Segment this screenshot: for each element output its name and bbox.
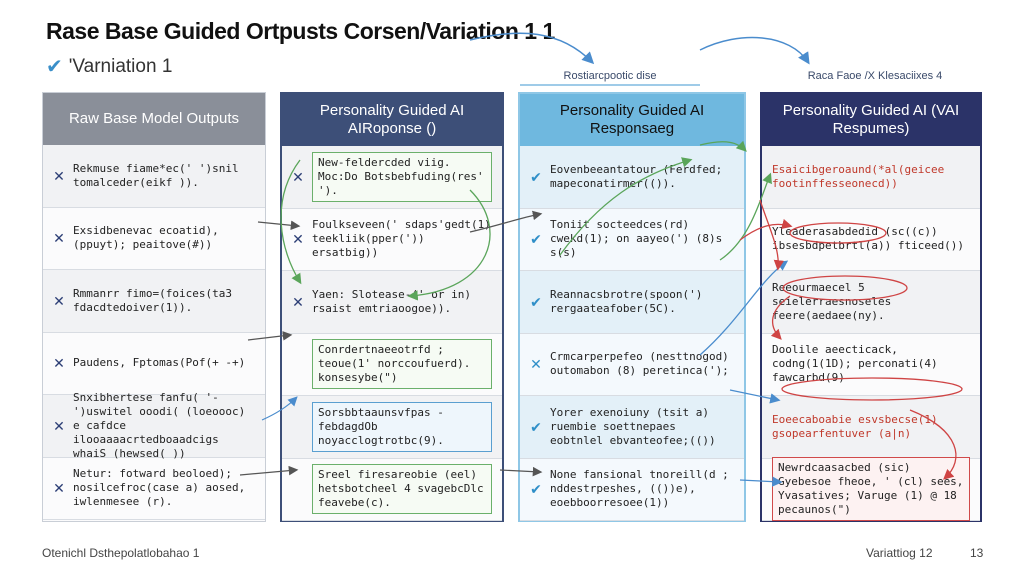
list-item: ✔ Toniit socteedces(rd) cwekd(1); on aaye… [520,209,744,271]
row-text: Sreel firesareobie (eel) hetsbotcheel 4 … [312,464,492,515]
row-text: Paudens, Fptomas(Pof(+ -+) [73,356,246,370]
arrow [699,36,810,65]
row-text: Yleaderasabdedid (sc((c)) ibsesbdpetbrtl… [772,225,965,253]
page-number: 13 [970,546,984,560]
cross-icon: ✕ [53,167,65,184]
list-item: Sorsbbtaaunsvfpas - febdagdOb noyacclogt… [282,396,502,459]
row-text: Reeourmaecel 5 seielerraesnoseles feere(… [772,280,892,322]
row-text: Snxibhertese fanfu( '- ')uswitel ooodi( … [73,390,246,460]
list-item: Sreel firesareobie (eel) hetsbotcheel 4 … [282,459,502,521]
column-header: Personality Guided AI Responsaeg [520,94,744,146]
cross-icon: ✕ [53,230,65,247]
row-text: Yorer exenoiuny (tsit a) ruembie soettne… [550,405,716,447]
top-note-2: Raca Faoe /X Klesaciixes 4 [807,70,943,82]
list-item: ✔ Reannacsbrotre(spoon(') rergaateafober(… [520,271,744,334]
list-item: ✔ Eovenbeeantatour (Ferdfed; mapeconatirm… [520,146,744,209]
row-text: Crmcarperpefeo (nesttnogod) outomabon (8… [550,350,729,378]
check-icon: ✔ [530,293,542,310]
check-icon: ✔ [530,168,542,185]
row-text: Newrdcaasacbed (sic) Gyebesoe fheoe, ' (… [772,457,970,522]
checkmark-icon: ✔ [46,56,63,78]
check-icon: ✔ [530,231,542,248]
row-text: New-feldercded viig. Moc:Do Botsbebfudin… [312,151,492,202]
cross-icon: ✕ [292,168,304,185]
row-text: Eoeecaboabie esvsbecse(1) gsopearfentuve… [772,412,938,440]
list-item: Esaicibgeroaund(*al(geicee footinffesseo… [762,146,980,209]
check-icon: ✕ [530,356,542,373]
list-item: ✕ Paudens, Fptomas(Pof(+ -+) [43,333,265,395]
cross-icon: ✕ [53,480,65,497]
top-note-1: Rostiarcpootic dise [520,70,700,86]
column-personality-guided-3: Personality Guided AI (VAI Respumes) Esa… [760,92,982,522]
column-header: Raw Base Model Outputs [43,93,265,145]
row-text: Esaicibgeroaund(*al(geicee footinffesseo… [772,162,945,190]
list-item: ✕ Rekmuse fiame*ec(' ')snil tomalceder(ei… [43,145,265,208]
cross-icon: ✕ [53,417,65,434]
row-text: Foulkseveen(' sdaps'gedt(1) teekliik(ppe… [312,218,491,260]
row-text: Toniit socteedces(rd) cwekd(1); on aayeo… [550,218,723,260]
column-header: Personality Guided AI AIRoponse () [282,94,502,146]
column-personality-guided-2: Personality Guided AI Responsaeg ✔ Eovenb… [518,92,746,522]
column-header: Personality Guided AI (VAI Respumes) [762,94,980,146]
list-item: ✕ Exsidbenevac ecoatid), (ppuyt); peaitov… [43,208,265,270]
subtitle-text: 'Varniation 1 [68,55,173,77]
row-text: Rmmanrr fimo=(foices(ta3 fdacdtedoiver(1… [73,286,232,314]
list-item: ✕ New-feldercded viig. Moc:Do Botsbebfudi… [282,146,502,209]
list-item: Eoeecaboabie esvsbecse(1) gsopearfentuve… [762,396,980,459]
cross-icon: ✕ [292,231,304,248]
row-text: Rekmuse fiame*ec(' ')snil tomalceder(eik… [73,161,239,189]
cross-icon: ✕ [292,293,304,310]
cross-icon: ✕ [53,292,65,309]
list-item: ✕ Netur: fotward beoloed); nosilcefroc(ca… [43,458,265,520]
footer-left: Otenichl Dsthepolatlobahao 1 [42,546,200,560]
column-raw-base: Raw Base Model Outputs ✕ Rekmuse fiame*ec… [42,92,266,522]
list-item: Newrdcaasacbed (sic) Gyebesoe fheoe, ' (… [762,457,980,522]
list-item: Yleaderasabdedid (sc((c)) ibsesbdpetbrtl… [762,209,980,271]
footer-right: Variattiog 12 [866,546,933,560]
list-item: ✕ Rmmanrr fimo=(foices(ta3 fdacdtedoiver(… [43,270,265,333]
list-item: Reeourmaecel 5 seielerraesnoseles feere(… [762,271,980,334]
page-subtitle: ✔ 'Varniation 1 [46,54,172,79]
row-text: Conrdertnaeeotrfd ; teoue(1' norccoufuer… [312,339,492,390]
list-item: ✕ Foulkseveen(' sdaps'gedt(1) teekliik(pp… [282,209,502,271]
list-item: Conrdertnaeeotrfd ; teoue(1' norccoufuer… [282,334,502,396]
list-item: ✕ Crmcarperpefeo (nesttnogod) outomabon (… [520,334,744,396]
list-item: ✔ None fansional tnoreill(d ; nddestrpesh… [520,459,744,521]
page-title: Rase Base Guided Ortpusts Corsen/Variati… [46,18,555,44]
list-item: ✕ Snxibhertese fanfu( '- ')uswitel ooodi(… [43,391,265,460]
cross-icon: ✕ [53,355,65,372]
column-personality-guided-1: Personality Guided AI AIRoponse () ✕ New-… [280,92,504,522]
row-text: Exsidbenevac ecoatid), (ppuyt); peaitove… [73,224,219,252]
row-text: None fansional tnoreill(d ; nddestrpeshe… [550,468,729,510]
list-item: ✕ Yaen: Slotease-(' or in) rsaist emtriao… [282,271,502,334]
row-text: Yaen: Slotease-(' or in) rsaist emtriaoo… [312,287,471,315]
list-item: Doolile aeecticack, codng(1(1D); percona… [762,334,980,396]
row-text: Netur: fotward beoloed); nosilcefroc(cas… [73,467,246,509]
row-text: Eovenbeeantatour (Ferdfed; mapeconatirme… [550,162,723,190]
row-text: Doolile aeecticack, codng(1(1D); percona… [772,343,938,385]
row-text: Sorsbbtaaunsvfpas - febdagdOb noyacclogt… [312,401,492,452]
check-icon: ✔ [530,481,542,498]
row-text: Reannacsbrotre(spoon(') rergaateafober(5… [550,287,703,315]
list-item: ✔ Yorer exenoiuny (tsit a) ruembie soettn… [520,396,744,459]
check-icon: ✔ [530,418,542,435]
